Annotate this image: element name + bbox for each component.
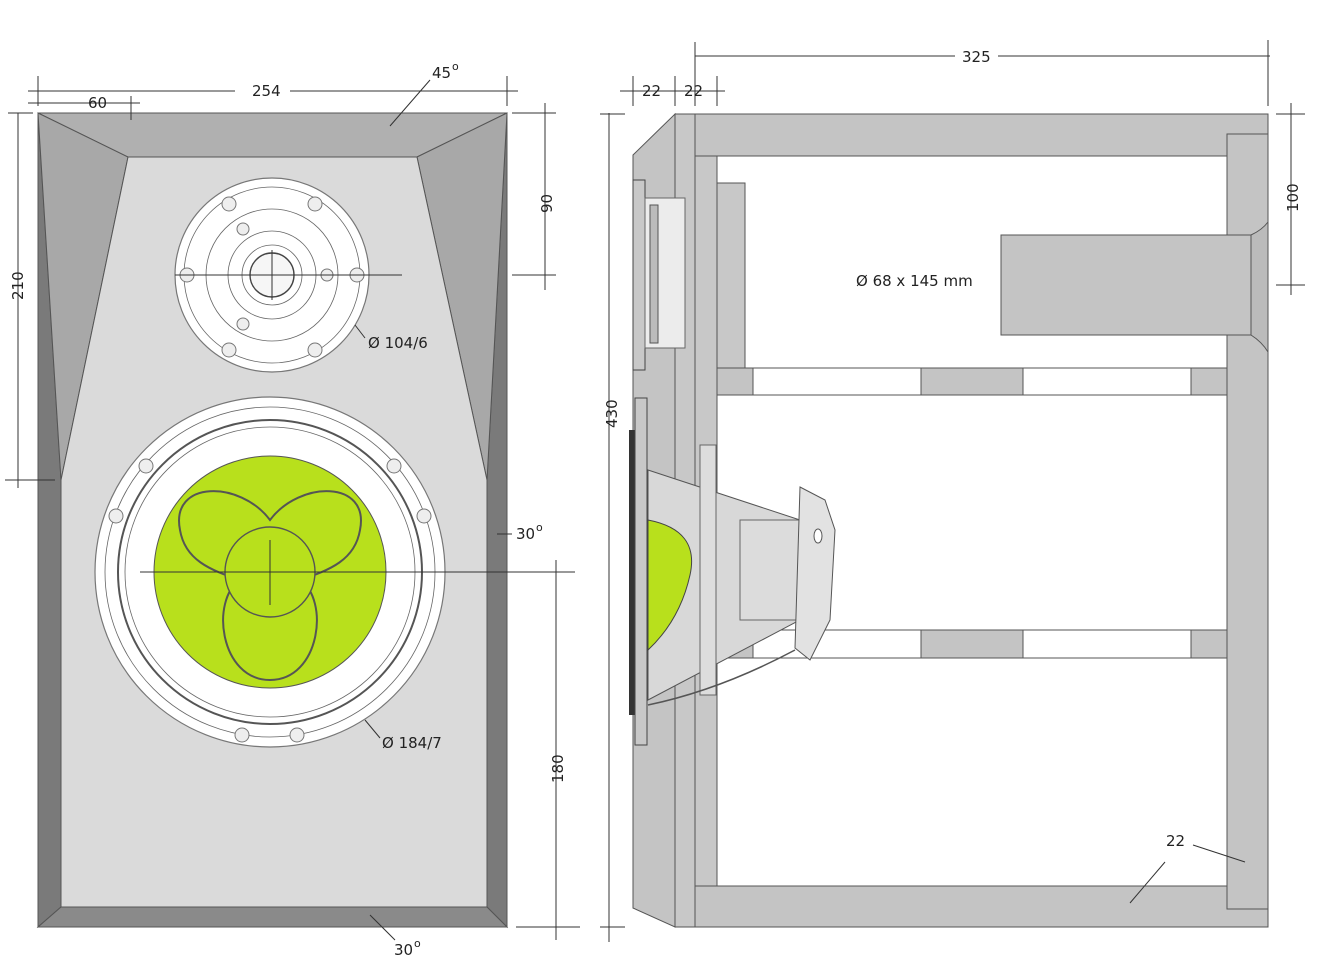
woofer [94, 396, 575, 748]
bottom-panel [694, 885, 1269, 928]
woofer-side [629, 397, 836, 746]
dim-bottom-angle: 30 [394, 941, 413, 959]
dim-right-tweeter: 90 [538, 194, 556, 213]
dim-port: 100 [1284, 183, 1302, 212]
bottom-bevel [36, 906, 509, 928]
svg-text:o: o [536, 521, 543, 534]
tweeter-chamber [716, 182, 746, 369]
dim-panel-a: 22 [642, 82, 661, 100]
front-view: 254 60 45 o 210 90 30 o 30 [5, 60, 580, 959]
dim-panel-b: 22 [684, 82, 703, 100]
dim-woofer-height: 180 [549, 754, 567, 783]
svg-text:o: o [414, 937, 421, 950]
dim-back-panel: 22 [1166, 832, 1185, 850]
bass-port [1000, 234, 1252, 336]
dim-left-height: 210 [9, 271, 27, 300]
dim-height: 430 [603, 399, 621, 428]
port-label: Ø 68 x 145 mm [856, 272, 973, 290]
side-view: 325 22 22 430 100 Ø 68 x 145 mm 22 [600, 40, 1305, 942]
svg-text:o: o [452, 60, 459, 73]
dim-top-angle: 45 [432, 64, 451, 82]
tweeter [174, 177, 402, 373]
dim-right-angle: 30 [516, 525, 535, 543]
top-panel [694, 113, 1269, 157]
tweeter-label: Ø 104/6 [368, 334, 428, 352]
dim-top-width: 254 [252, 82, 281, 100]
dim-depth: 325 [962, 48, 991, 66]
front-dimensions: 254 60 45 o 210 90 30 o 30 [5, 60, 580, 959]
dim-top-offset: 60 [88, 94, 107, 112]
woofer-label: Ø 184/7 [382, 734, 442, 752]
side-dimensions: 325 22 22 430 100 Ø 68 x 145 mm 22 [600, 40, 1305, 942]
